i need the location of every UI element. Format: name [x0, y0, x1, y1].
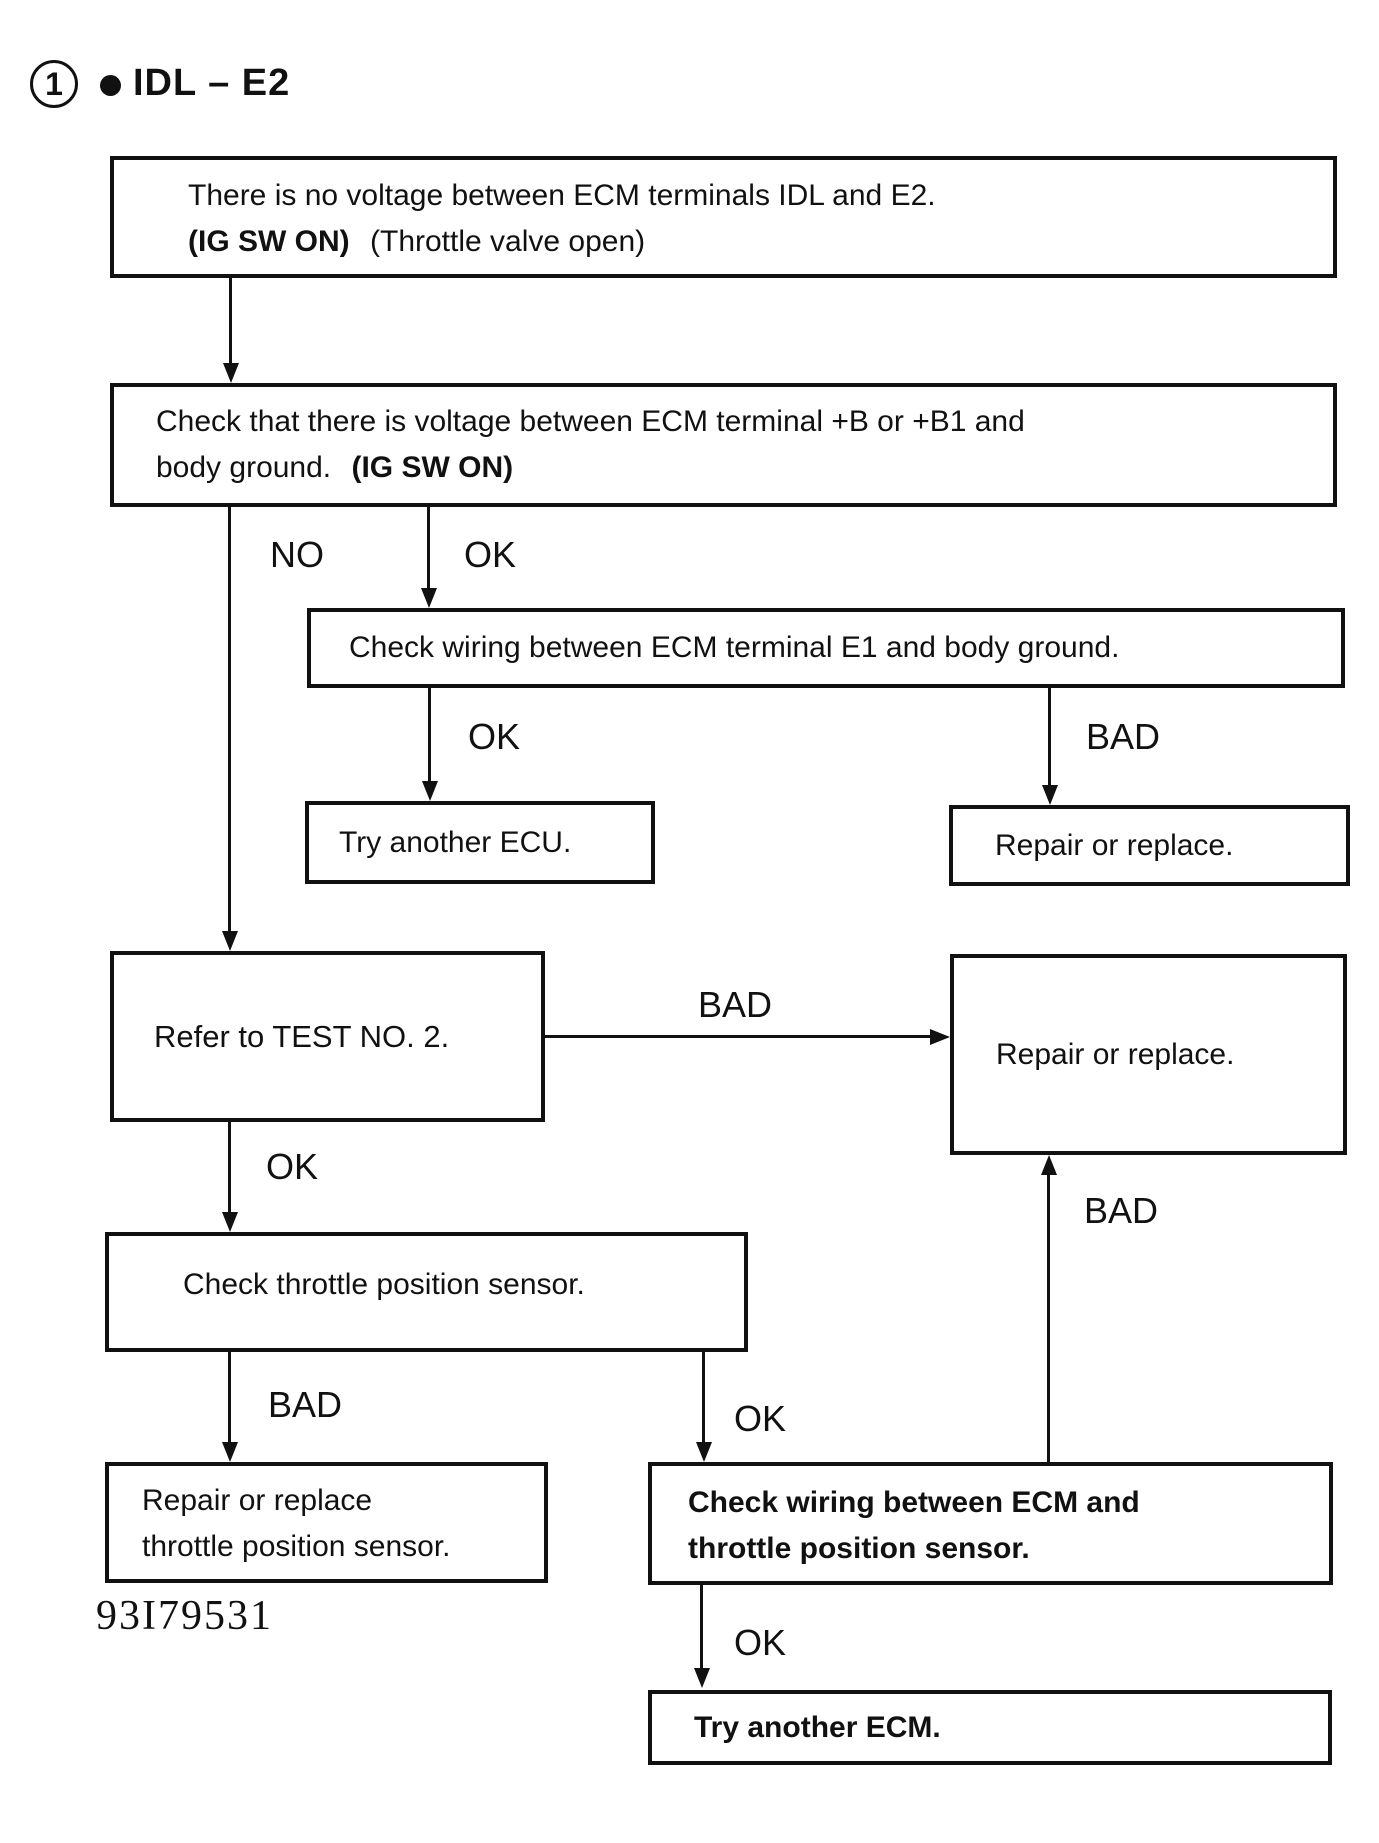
arrow-down-icon: [421, 588, 437, 608]
arrow-down-icon: [222, 1212, 238, 1232]
flow-box-repair-mid: Repair or replace.: [950, 954, 1347, 1155]
flow-box-try-ecu: Try another ECU.: [305, 801, 655, 884]
flow-box-try-ecm: Try another ECM.: [648, 1690, 1332, 1765]
branch-label-bad: BAD: [698, 984, 773, 1025]
connector-line-bad: [1048, 688, 1051, 787]
flow-box-text: Check wiring between ECM terminal E1 and…: [349, 631, 1120, 664]
connector-line-ok: [702, 1352, 705, 1444]
arrow-down-icon: [694, 1668, 710, 1688]
connector-line-ok: [228, 1122, 231, 1214]
flow-box-text-line2: (IG SW ON) (Throttle valve open): [188, 219, 1323, 265]
arrow-down-icon: [222, 931, 238, 951]
branch-label-bad: BAD: [268, 1384, 343, 1425]
flow-box-text: Try another ECU.: [339, 825, 572, 859]
arrow-down-icon: [422, 781, 438, 801]
connector-line-ok: [700, 1585, 703, 1670]
body-ground-text: body ground.: [156, 451, 332, 484]
flow-box-text: Repair or replace.: [996, 1037, 1235, 1071]
branch-label-bad: BAD: [1084, 1190, 1159, 1231]
step-number-badge: 1: [30, 60, 78, 108]
flow-box-check-wiring-e1: Check wiring between ECM terminal E1 and…: [307, 608, 1345, 688]
flow-box-text-line1: Check that there is voltage between ECM …: [156, 405, 1025, 438]
connector-line-bad: [228, 1352, 231, 1442]
arrow-right-icon: [930, 1029, 950, 1045]
flow-box-text-line2: body ground. (IG SW ON): [156, 445, 1323, 491]
branch-label-no: NO: [270, 534, 324, 575]
branch-label-bad: BAD: [1086, 716, 1161, 757]
flow-box-text: Repair or replace.: [995, 828, 1234, 862]
connector-line-ok: [428, 688, 431, 783]
branch-label-ok: OK: [734, 1398, 787, 1439]
arrow-down-icon: [1042, 785, 1058, 805]
arrow-down-icon: [223, 363, 239, 383]
flow-box-text-line1: Check wiring between ECM and: [688, 1486, 1140, 1519]
arrow-down-icon: [222, 1442, 238, 1462]
flow-box-text-line1: Repair or replace: [142, 1484, 373, 1517]
figure-code: 93I79531: [96, 1593, 273, 1639]
arrow-down-icon: [696, 1442, 712, 1462]
bullet-icon: [100, 75, 121, 96]
arrow-up-icon: [1041, 1155, 1057, 1175]
flow-box-text: Refer to TEST NO. 2.: [154, 1018, 450, 1054]
flow-box-repair-tps: Repair or replace throttle position sens…: [105, 1462, 548, 1583]
flow-box-check-tps: Check throttle position sensor.: [105, 1232, 748, 1352]
step-number: 1: [45, 65, 63, 102]
condition-ig-sw-on: (IG SW ON): [188, 225, 350, 258]
flow-box-refer-test2: Refer to TEST NO. 2.: [110, 951, 545, 1122]
branch-label-ok: OK: [266, 1146, 319, 1187]
connector-line: [229, 278, 232, 364]
flow-box-repair-top: Repair or replace.: [949, 805, 1350, 886]
connector-line-ok: [427, 507, 430, 590]
flow-box-no-voltage: There is no voltage between ECM terminal…: [110, 156, 1337, 278]
branch-label-ok: OK: [734, 1622, 787, 1663]
flow-box-text-line2: throttle position sensor.: [688, 1532, 1030, 1565]
branch-label-ok: OK: [464, 534, 517, 575]
flow-box-text: Try another ECM.: [694, 1710, 941, 1744]
flow-box-check-wiring-tps: Check wiring between ECM and throttle po…: [648, 1462, 1333, 1585]
flow-box-text-line1: There is no voltage between ECM terminal…: [188, 179, 936, 212]
branch-label-ok: OK: [468, 716, 521, 757]
flow-box-text: Check throttle position sensor.: [183, 1268, 585, 1301]
connector-line-bad: [545, 1035, 932, 1038]
page-title: IDL – E2: [133, 62, 291, 104]
condition-throttle-open: (Throttle valve open): [370, 225, 646, 258]
flow-box-check-voltage: Check that there is voltage between ECM …: [110, 383, 1337, 507]
connector-line-no: [228, 507, 231, 934]
flow-box-text-line2: throttle position sensor.: [142, 1530, 451, 1563]
connector-line-bad-up: [1047, 1175, 1050, 1462]
condition-ig-sw-on: (IG SW ON): [351, 451, 514, 484]
